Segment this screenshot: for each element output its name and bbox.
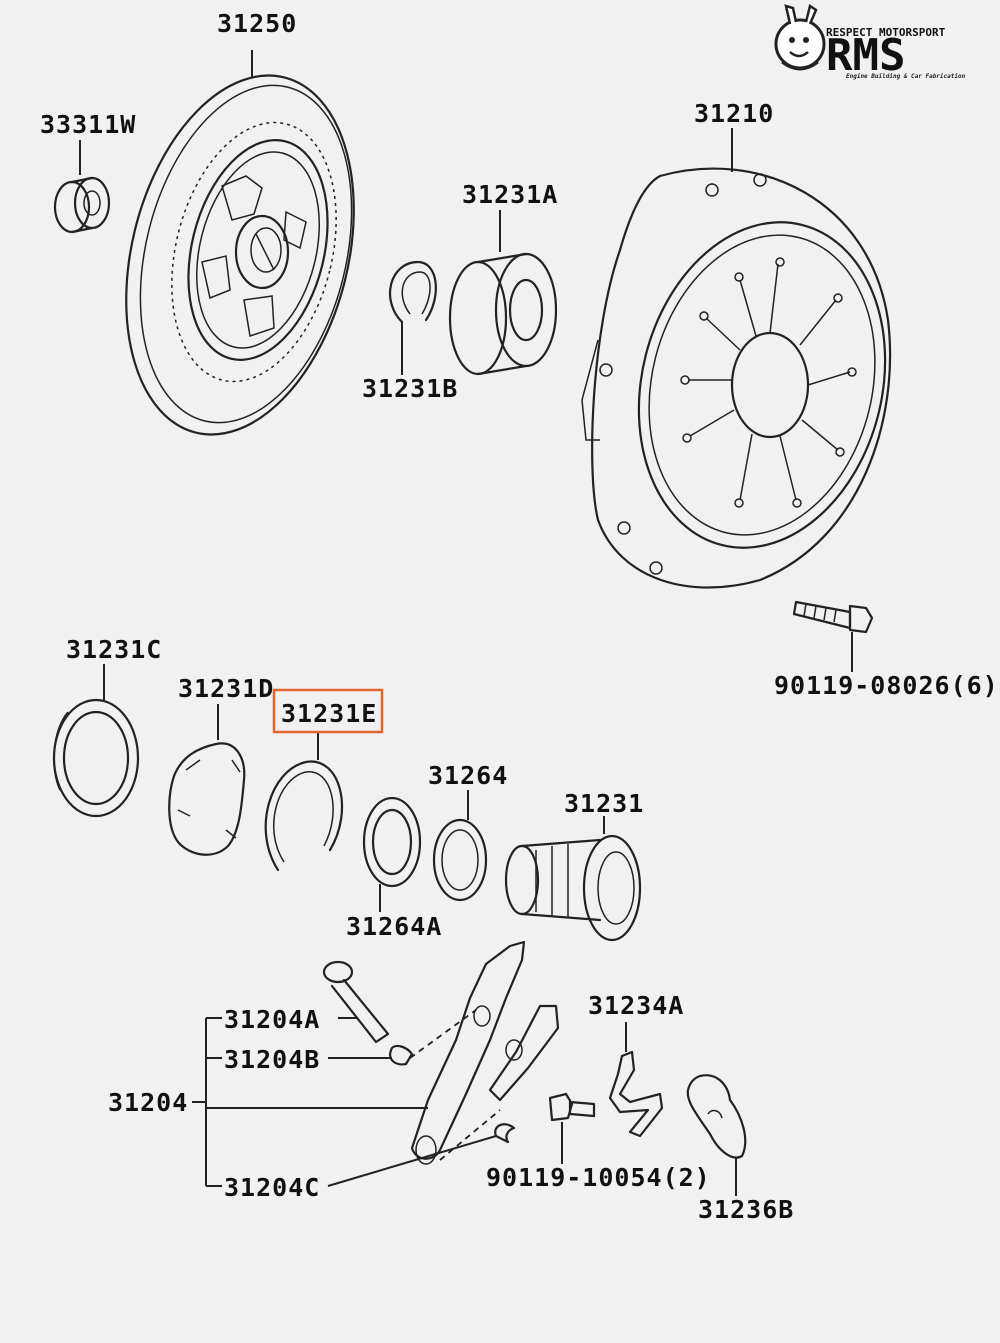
release-sleeve-31231 bbox=[504, 816, 642, 942]
label-33311w: 33311W bbox=[40, 110, 136, 139]
label-31231b: 31231B bbox=[362, 374, 458, 403]
bolt-90119-10054 bbox=[548, 1092, 596, 1164]
label-31204c: 31204C bbox=[224, 1173, 320, 1202]
label-31231e[interactable]: 31231E bbox=[281, 699, 377, 728]
pilot-bearing-33311w bbox=[53, 140, 111, 234]
boot-31236b bbox=[686, 1074, 747, 1196]
circlip-31231e bbox=[264, 733, 344, 872]
label-31204a: 31204A bbox=[224, 1005, 320, 1034]
spring-31231d bbox=[168, 704, 246, 856]
washer-31264a bbox=[362, 796, 422, 912]
label-31236b: 31236B bbox=[698, 1195, 794, 1224]
diaphragm-fingers bbox=[688, 263, 851, 501]
clutch-disc-31250 bbox=[125, 50, 355, 436]
label-31231: 31231 bbox=[564, 789, 644, 818]
logo-brand: RMS bbox=[826, 30, 905, 81]
retainer-31204c bbox=[494, 1123, 516, 1144]
label-31264a: 31264A bbox=[346, 912, 442, 941]
washer-31264 bbox=[432, 790, 488, 902]
clip-spring-31234a bbox=[608, 1022, 664, 1138]
highlight-box-31231e bbox=[272, 688, 384, 734]
release-fork-31204 bbox=[409, 940, 560, 1165]
label-31231c: 31231C bbox=[66, 635, 162, 664]
rms-logo: RESPECT MOTORSPORT RMS Engine Building &… bbox=[774, 3, 966, 81]
pressure-plate-31210 bbox=[581, 128, 892, 589]
label-31231d: 31231D bbox=[178, 674, 274, 703]
label-90119-08026: 90119-08026(6) bbox=[774, 671, 999, 700]
label-31231a: 31231A bbox=[462, 180, 558, 209]
pivot-pin-31204a bbox=[322, 960, 390, 1044]
release-hub-31231a bbox=[448, 210, 558, 376]
label-90119-10054: 90119-10054(2) bbox=[486, 1163, 711, 1192]
label-31210: 31210 bbox=[694, 99, 774, 128]
snap-ring-31231b bbox=[388, 260, 437, 375]
label-31204b: 31204B bbox=[224, 1045, 320, 1074]
clip-31204b bbox=[389, 1044, 414, 1066]
label-31204: 31204 bbox=[108, 1088, 188, 1117]
logo-subtagline: Engine Building & Car Fabrication bbox=[846, 73, 966, 80]
label-31264: 31264 bbox=[428, 761, 508, 790]
logo-tagline: RESPECT MOTORSPORT bbox=[826, 26, 946, 39]
group-bracket-31204 bbox=[192, 1017, 497, 1187]
label-31250: 31250 bbox=[217, 9, 297, 38]
bolt-90119-08026 bbox=[792, 600, 874, 672]
label-31234a: 31234A bbox=[588, 991, 684, 1020]
rabbit-mascot-icon bbox=[774, 3, 826, 71]
oil-seal-31231c bbox=[52, 664, 140, 818]
